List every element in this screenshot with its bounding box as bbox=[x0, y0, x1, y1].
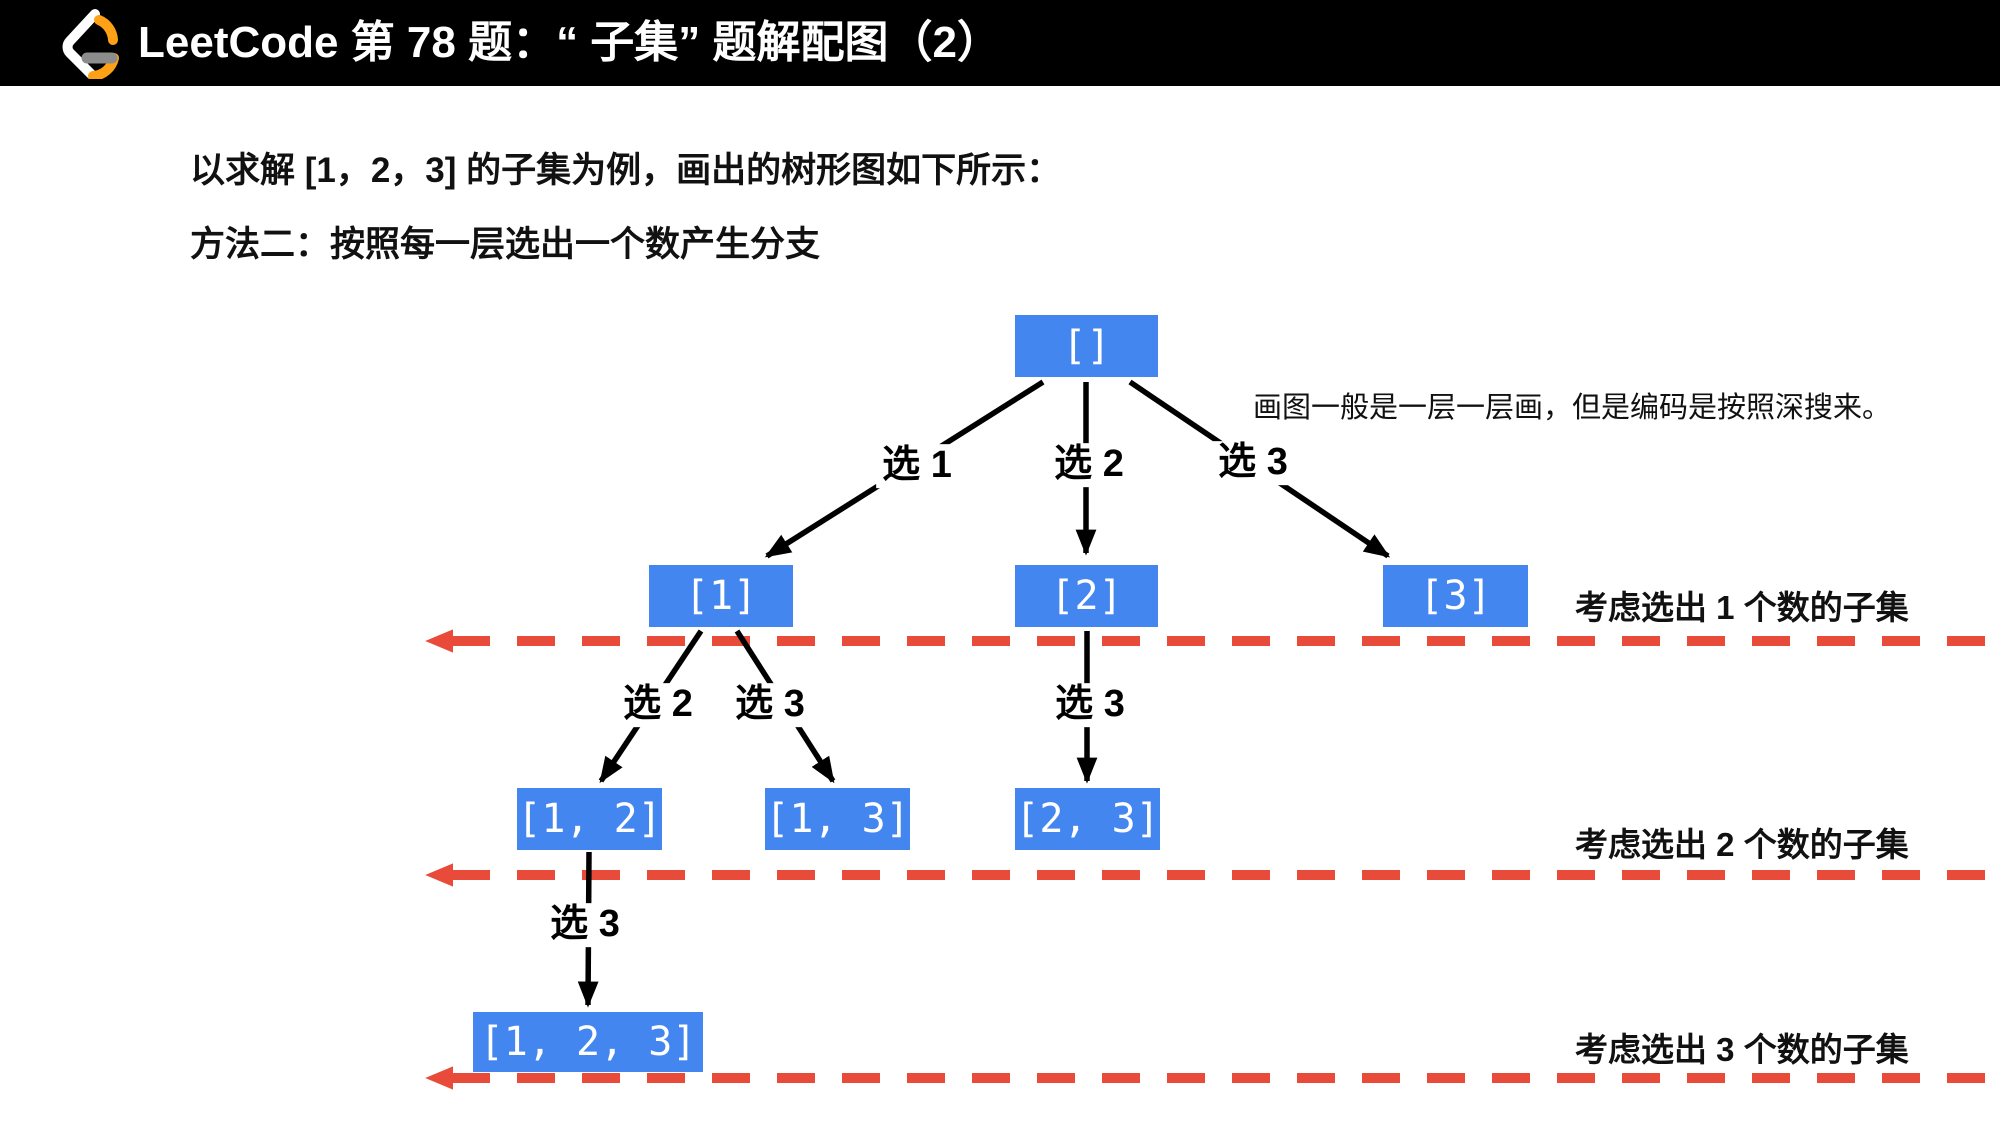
tree-node-n12: [1, 2] bbox=[517, 788, 662, 850]
edge-label-empty-n3: 选 3 bbox=[1212, 441, 1294, 485]
level-caption-1: 考虑选出 1 个数的子集 bbox=[1575, 589, 1909, 626]
tree-node-n1: [1] bbox=[649, 565, 793, 627]
tree-node-n13: [1, 3] bbox=[765, 788, 910, 850]
tree-node-n3: [3] bbox=[1383, 565, 1528, 627]
edge-label-empty-n1: 选 1 bbox=[876, 444, 958, 488]
level-caption-3: 考虑选出 3 个数的子集 bbox=[1575, 1031, 1909, 1068]
leetcode-logo-icon bbox=[62, 9, 119, 79]
edge-label-empty-n2: 选 2 bbox=[1048, 443, 1130, 487]
tree-node-n2: [2] bbox=[1015, 565, 1158, 627]
tree-node-empty: [] bbox=[1015, 315, 1158, 377]
edge-label-n12-n123: 选 3 bbox=[544, 903, 626, 947]
level-caption-2: 考虑选出 2 个数的子集 bbox=[1575, 826, 1909, 863]
edge-label-n2-n23: 选 3 bbox=[1049, 683, 1131, 727]
intro-line-1: 以求解 [1，2，3] 的子集为例，画出的树形图如下所示： bbox=[190, 151, 1062, 190]
intro-line-2: 方法二：按照每一层选出一个数产生分支 bbox=[190, 225, 821, 264]
header-bar: LeetCode 第 78 题：“ 子集” 题解配图（2） bbox=[0, 0, 2000, 86]
page-title: LeetCode 第 78 题：“ 子集” 题解配图（2） bbox=[138, 18, 1002, 67]
tree-node-n23: [2, 3] bbox=[1015, 788, 1160, 850]
edge-label-n1-n12: 选 2 bbox=[617, 683, 699, 727]
annotation-note: 画图一般是一层一层画，但是编码是按照深搜来。 bbox=[1253, 392, 1892, 424]
tree-node-n123: [1, 2, 3] bbox=[473, 1012, 703, 1072]
edge-label-n1-n13: 选 3 bbox=[729, 683, 811, 727]
